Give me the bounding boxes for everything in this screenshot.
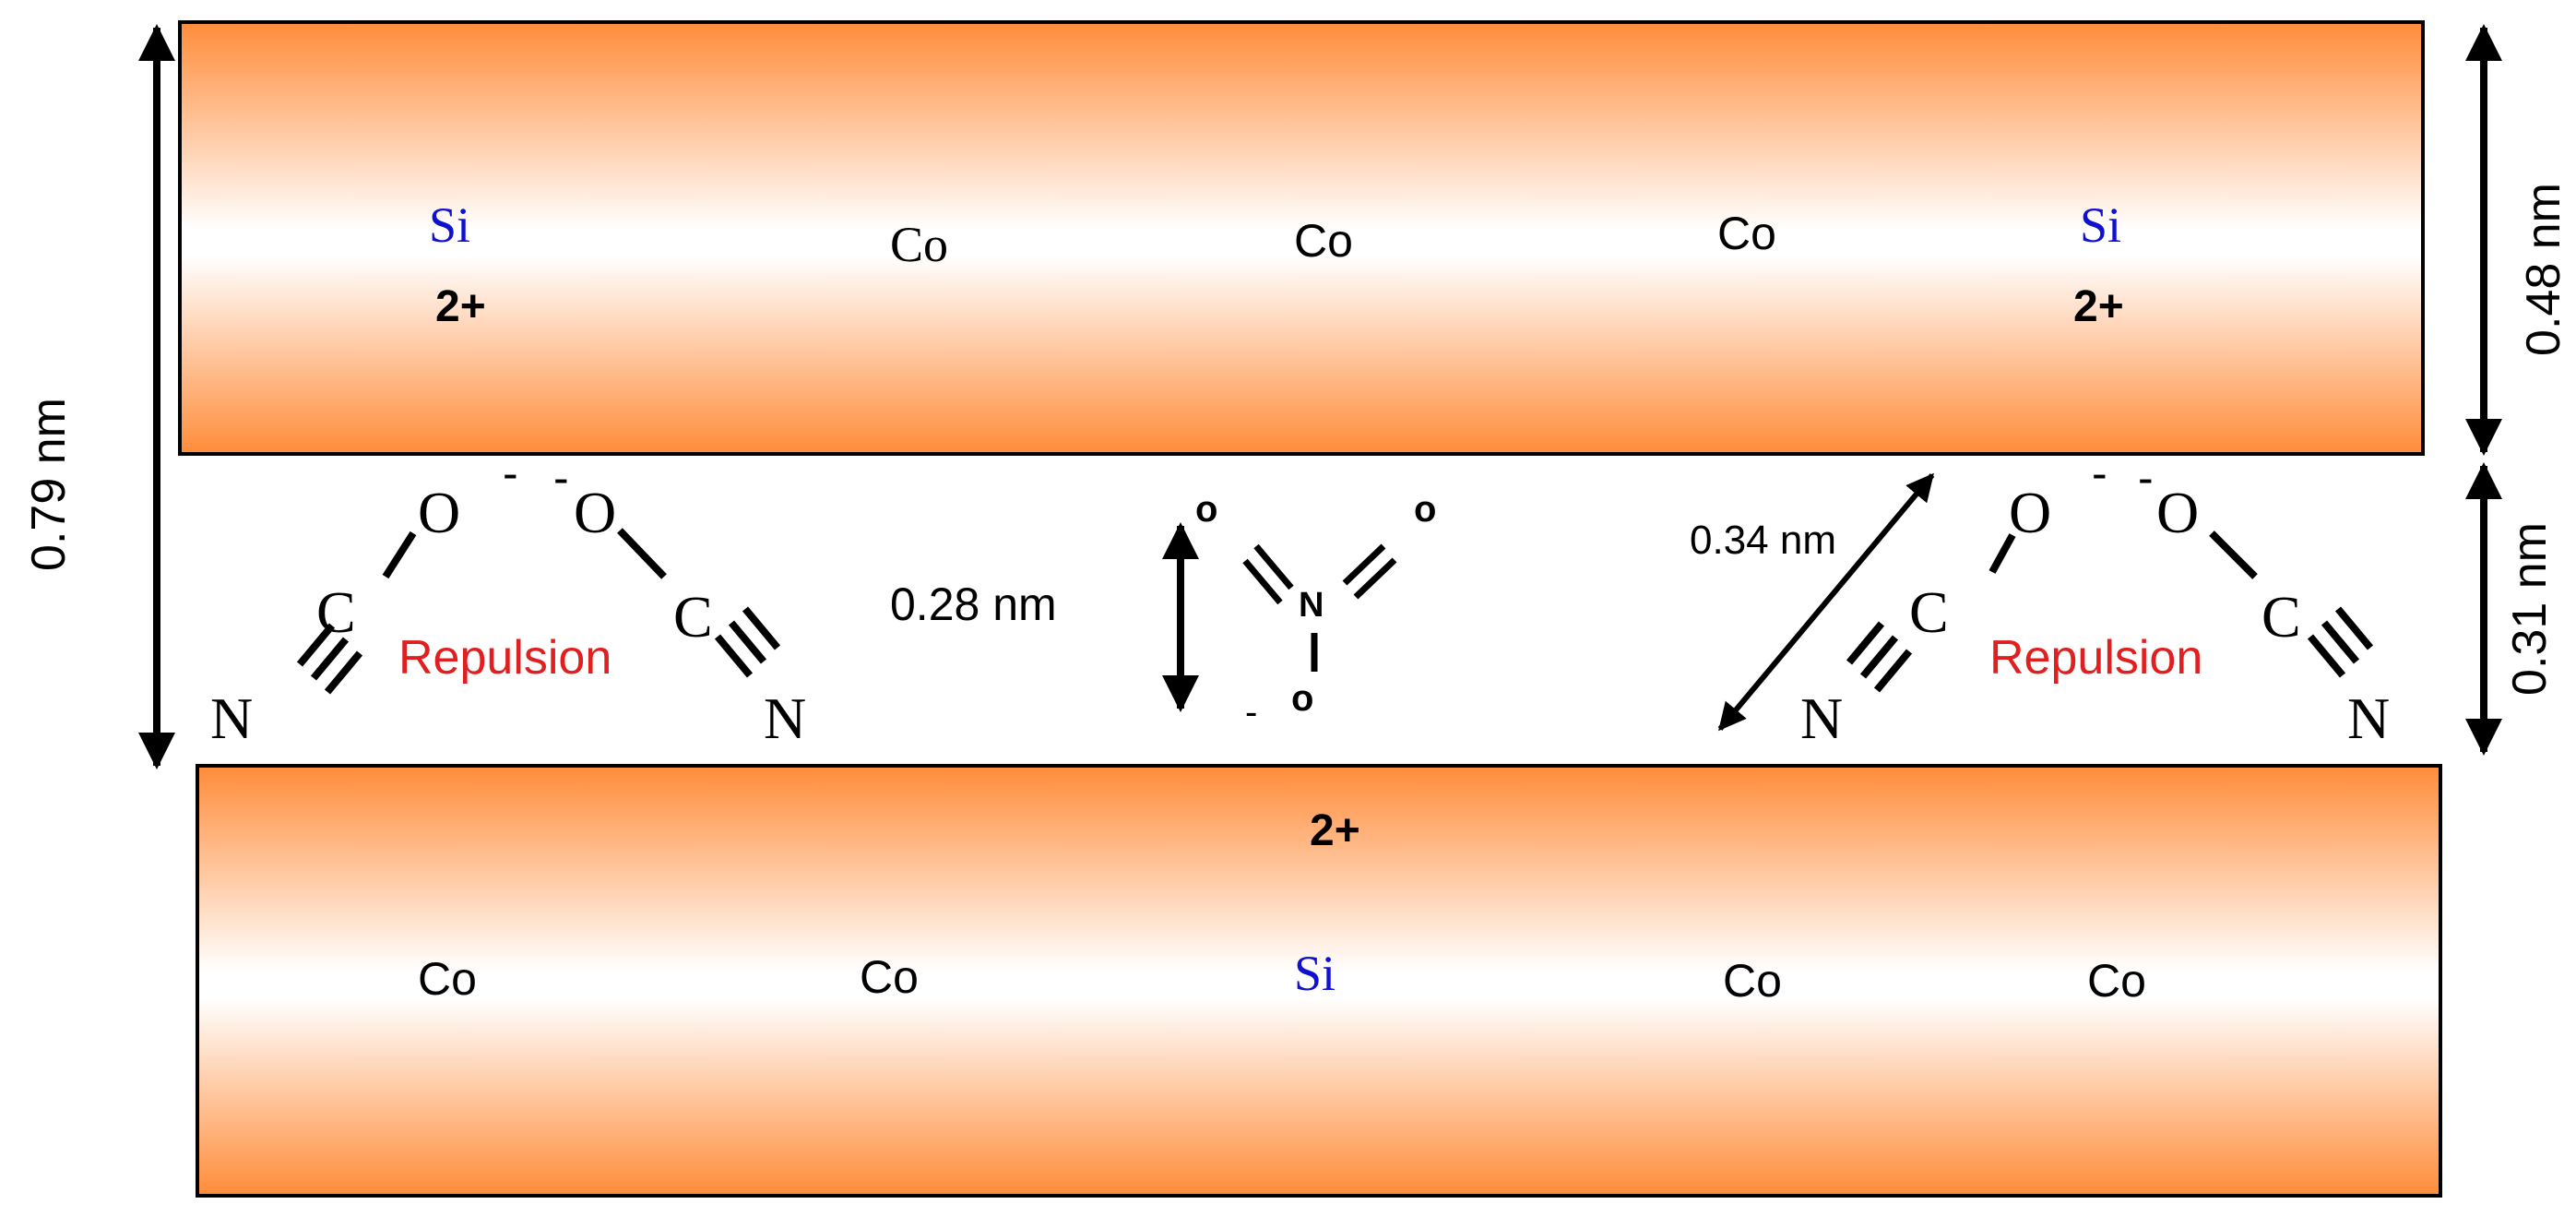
bottom-co-3: Co	[1723, 955, 1782, 1007]
charge-minus: -	[2138, 452, 2154, 504]
bottom-co-4: Co	[2087, 955, 2146, 1007]
oxygen-atom: O	[418, 480, 460, 545]
double-bond	[1242, 543, 1294, 605]
layer-thickness-label: 0.48 nm	[2517, 183, 2570, 356]
top-co-3: Co	[1717, 208, 1776, 259]
oxygen-atom: O	[2009, 480, 2051, 545]
gallery-height-label: 0.31 nm	[2503, 522, 2557, 696]
nitrogen-atom: N	[764, 685, 806, 751]
bottom-layer	[196, 764, 2442, 1198]
bottom-co-1: Co	[418, 953, 477, 1005]
carbon-atom: C	[1909, 579, 1949, 645]
nitrate-height-label: 0.28 nm	[890, 578, 1057, 630]
top-co-2: Co	[1294, 215, 1353, 267]
triple-bond	[714, 606, 781, 678]
carbon-atom: C	[2261, 584, 2301, 650]
nitrate-anion: o o N o -	[1195, 489, 1436, 733]
charge-minus: -	[503, 447, 518, 499]
bottom-co-2: Co	[860, 951, 919, 1003]
bond-o-c	[382, 531, 417, 579]
nitrogen-atom: N	[1800, 685, 1843, 751]
bottom-charge: 2+	[1310, 806, 1360, 855]
repulsion-label: Repulsion	[1989, 631, 2202, 685]
top-layer	[178, 20, 2425, 456]
top-charge-left: 2+	[435, 282, 486, 331]
triple-bond	[1846, 621, 1913, 693]
cyanate-length-label: 0.34 nm	[1690, 518, 1836, 563]
nitrogen-atom: N	[2347, 685, 2390, 751]
cyanate-pair-right: O O - - C C N N Repulsion	[1800, 447, 2390, 751]
total-thickness-label: 0.79 nm	[22, 398, 76, 571]
bond-o-c	[2209, 531, 2258, 579]
cyanate-length-arrow	[1717, 472, 1935, 732]
triple-bond	[2307, 606, 2374, 678]
nitrate-charge: -	[1245, 692, 1257, 733]
bond-o-c	[1988, 533, 2016, 574]
bottom-si: Si	[1294, 946, 1335, 1001]
nitrate-oxygen-right: o	[1414, 489, 1436, 530]
double-bond	[1342, 543, 1397, 600]
nitrogen-atom: N	[210, 685, 253, 751]
cyanate-pair-left: O O - - C C N N Repulsion	[210, 447, 806, 751]
nitrate-oxygen-left: o	[1195, 489, 1217, 530]
top-si-left: Si	[429, 197, 470, 253]
bond-o-c	[617, 528, 667, 579]
carbon-atom: C	[316, 579, 356, 645]
nitrate-nitrogen: N	[1299, 586, 1324, 625]
charge-minus: -	[2092, 447, 2107, 499]
top-si-right: Si	[2080, 197, 2121, 253]
charge-minus: -	[553, 452, 569, 504]
nitrate-oxygen-bottom: o	[1291, 678, 1313, 719]
oxygen-atom: O	[574, 480, 616, 545]
top-charge-right: 2+	[2073, 282, 2124, 331]
top-co-1: Co	[890, 217, 948, 272]
carbon-atom: C	[673, 584, 713, 650]
oxygen-atom: O	[2156, 480, 2199, 545]
repulsion-label: Repulsion	[398, 631, 611, 685]
triple-bond	[296, 623, 363, 695]
